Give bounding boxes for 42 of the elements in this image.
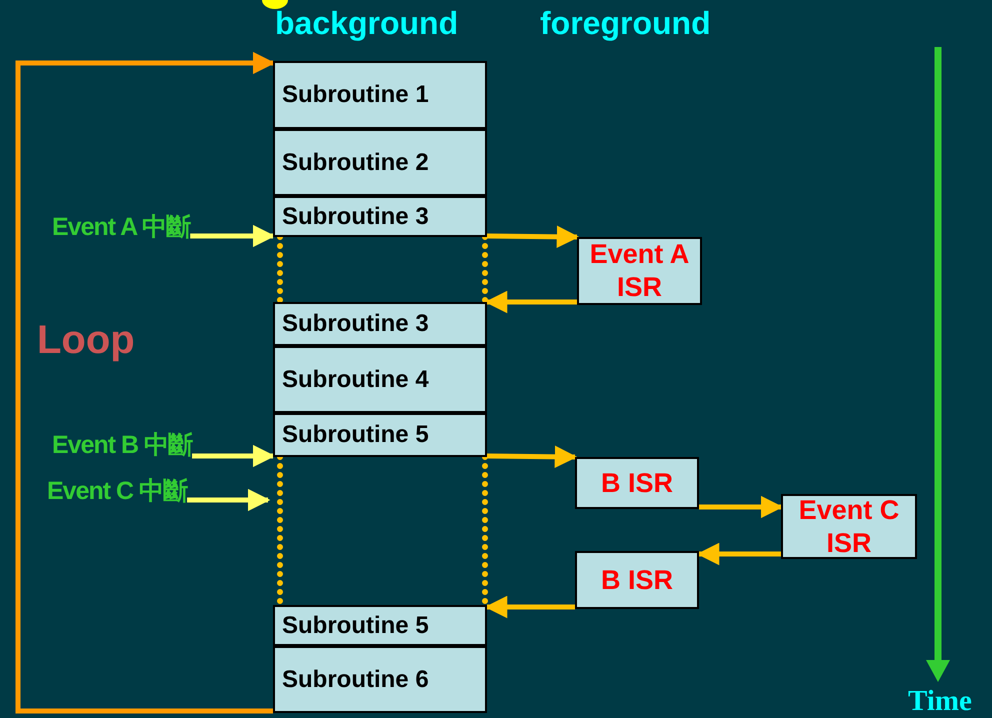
axis-label: Time (908, 685, 972, 718)
loop-label: Loop (37, 318, 135, 363)
box-label: Subroutine 5 (282, 421, 429, 449)
subroutine-box (273, 605, 487, 646)
box-label: B ISR (600, 564, 673, 596)
foreground: foreground (540, 5, 711, 42)
box-label: B ISR (600, 466, 673, 500)
box-label: Subroutine 6 (282, 666, 429, 694)
arrow (190, 224, 276, 248)
background: background (275, 5, 458, 42)
box-label: Subroutine 5 (282, 612, 429, 640)
box-label: Subroutine 4 (282, 366, 429, 394)
isr-box (577, 237, 702, 305)
arrow (486, 446, 578, 468)
box-label: Subroutine 1 (282, 81, 429, 109)
box-label: Subroutine 2 (282, 148, 429, 176)
arrow (696, 542, 781, 566)
arrow (486, 226, 580, 248)
subroutine-box (273, 196, 487, 237)
subroutine-box (273, 413, 487, 457)
arrow (699, 496, 784, 518)
subroutine-box (273, 129, 487, 196)
event-label: Event A 中斷 (52, 210, 190, 243)
arrow (16, 52, 276, 714)
arrow (192, 444, 276, 468)
event-label: Event B 中斷 (52, 428, 192, 461)
isr-box (781, 494, 917, 559)
dotted-line (482, 234, 488, 305)
box-label: Event A ISR (588, 238, 690, 304)
event-label: Event C 中斷 (47, 474, 188, 507)
box-label: Subroutine 3 (282, 202, 429, 230)
subroutine-box (273, 61, 487, 129)
arrow (484, 596, 575, 618)
subroutine-box (273, 302, 487, 346)
box-label: Subroutine 3 (282, 310, 429, 338)
arrow (187, 488, 270, 512)
isr-box (575, 551, 699, 609)
arrow (484, 290, 577, 314)
subroutine-box (273, 346, 487, 413)
subroutine-box (273, 646, 487, 713)
box-label: Event C ISR (798, 494, 900, 560)
isr-box (575, 457, 699, 509)
